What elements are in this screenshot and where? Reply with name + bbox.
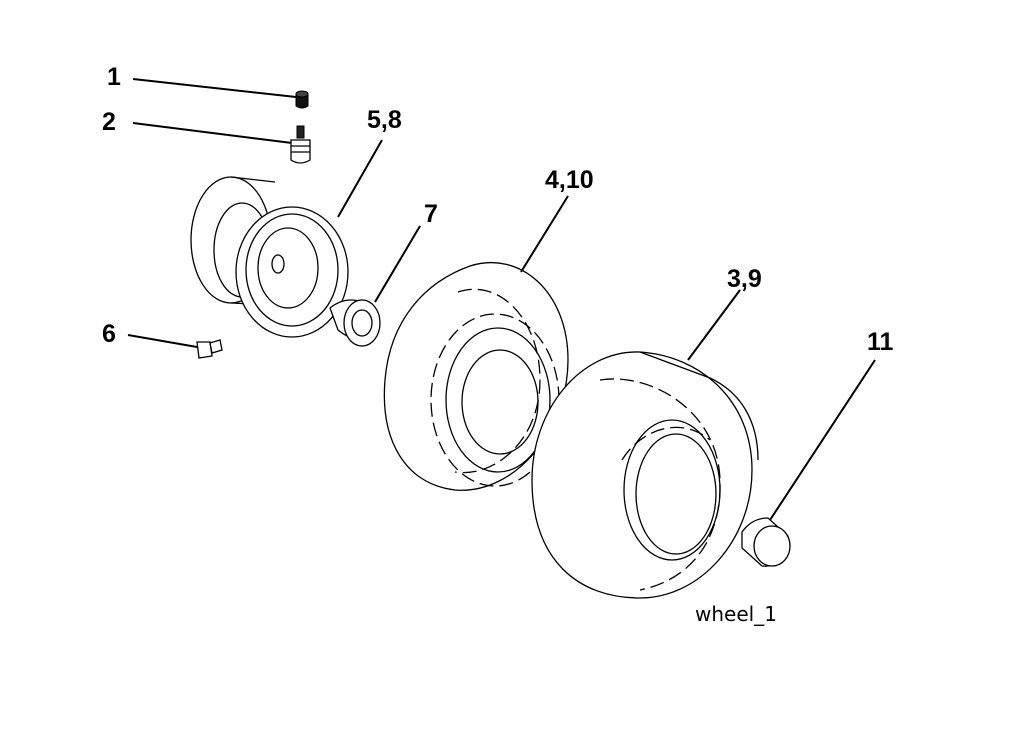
diagram-caption: wheel_1 [695, 602, 777, 626]
callout-3-9: 3,9 [727, 265, 762, 293]
callout-6: 6 [102, 320, 116, 348]
callout-2: 2 [102, 108, 116, 136]
valve-stem-part [132, 122, 311, 164]
rim-part [190, 139, 383, 338]
callout-5-8: 5,8 [367, 106, 402, 134]
bearing-part [329, 225, 421, 347]
grease-fitting-part [127, 334, 223, 359]
valve-cap-part [132, 78, 309, 109]
callout-4-10: 4,10 [545, 166, 594, 194]
tire-outer-part [531, 289, 759, 599]
hub-cap-part [741, 359, 876, 567]
callout-11: 11 [867, 328, 894, 356]
callout-1: 1 [107, 63, 121, 91]
callout-7: 7 [424, 200, 438, 228]
